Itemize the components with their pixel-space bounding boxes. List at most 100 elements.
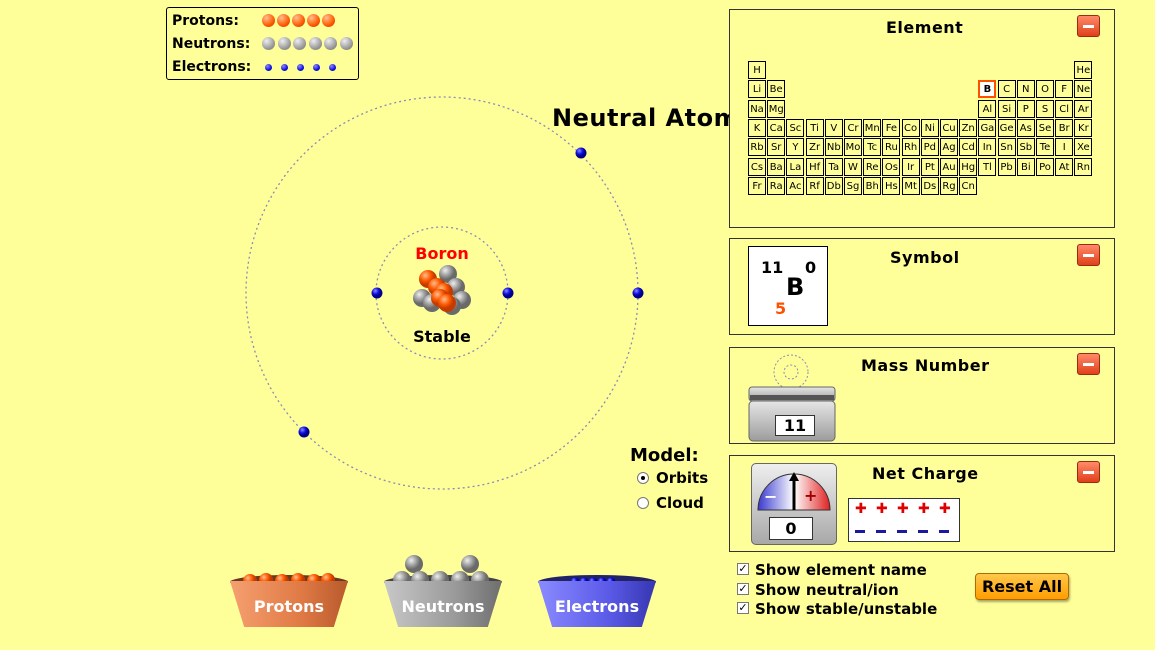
- periodic-table-cell-sr[interactable]: Sr: [767, 138, 786, 157]
- periodic-table-cell-sg[interactable]: Sg: [844, 176, 862, 195]
- periodic-table-cell-ne[interactable]: Ne: [1074, 80, 1093, 99]
- model-orbits-label[interactable]: Orbits: [656, 469, 709, 487]
- periodic-table-cell-rg[interactable]: Rg: [940, 176, 958, 195]
- periodic-table-cell-os[interactable]: Os: [882, 157, 901, 176]
- show-stable-unstable-label[interactable]: Show stable/unstable: [755, 600, 938, 618]
- periodic-table-cell-ba[interactable]: Ba: [767, 157, 786, 176]
- periodic-table-cell-db[interactable]: Db: [824, 176, 843, 195]
- periodic-table-cell-ir[interactable]: Ir: [901, 157, 920, 176]
- periodic-table-cell-h[interactable]: H: [748, 61, 766, 79]
- periodic-table-cell-hg[interactable]: Hg: [959, 157, 978, 176]
- periodic-table-cell-s[interactable]: S: [1036, 99, 1054, 118]
- periodic-table-cell-f[interactable]: F: [1055, 80, 1074, 99]
- periodic-table-cell-hs[interactable]: Hs: [882, 176, 901, 195]
- periodic-table-cell-cd[interactable]: Cd: [959, 138, 978, 157]
- show-element-name-label[interactable]: Show element name: [755, 561, 927, 579]
- periodic-table-cell-pt[interactable]: Pt: [920, 157, 939, 176]
- periodic-table-cell-i[interactable]: I: [1055, 138, 1074, 157]
- periodic-table-cell-ni[interactable]: Ni: [920, 118, 939, 137]
- periodic-table-cell-re[interactable]: Re: [863, 157, 882, 176]
- mass-panel-minus-icon[interactable]: [1077, 353, 1100, 375]
- periodic-table-cell-mg[interactable]: Mg: [767, 99, 786, 118]
- periodic-table-cell-w[interactable]: W: [844, 157, 862, 176]
- periodic-table-cell-ac[interactable]: Ac: [786, 176, 805, 195]
- neutrons-bucket[interactable]: Neutrons: [384, 555, 502, 630]
- periodic-table-cell-cn[interactable]: Cn: [959, 176, 978, 195]
- show-stable-unstable-checkbox[interactable]: ✓: [737, 601, 749, 614]
- periodic-table-cell-fr[interactable]: Fr: [748, 176, 766, 195]
- periodic-table-cell-br[interactable]: Br: [1055, 118, 1074, 137]
- show-neutral-ion-checkbox[interactable]: ✓: [737, 582, 749, 595]
- periodic-table-cell-b[interactable]: B: [978, 80, 997, 99]
- periodic-table-cell-rh[interactable]: Rh: [901, 138, 920, 157]
- periodic-table-cell-be[interactable]: Be: [767, 80, 786, 99]
- periodic-table-cell-c[interactable]: C: [997, 80, 1016, 99]
- periodic-table-cell-xe[interactable]: Xe: [1074, 138, 1093, 157]
- periodic-table-cell-sn[interactable]: Sn: [997, 138, 1016, 157]
- periodic-table-cell-v[interactable]: V: [824, 118, 843, 137]
- show-neutral-ion-label[interactable]: Show neutral/ion: [755, 581, 899, 599]
- symbol-panel-minus-icon[interactable]: [1077, 244, 1100, 266]
- show-element-name-checkbox[interactable]: ✓: [737, 562, 749, 575]
- protons-bucket[interactable]: Protons: [230, 567, 348, 630]
- periodic-table-cell-he[interactable]: He: [1074, 61, 1093, 79]
- periodic-table-cell-at[interactable]: At: [1055, 157, 1074, 176]
- periodic-table-cell-o[interactable]: O: [1036, 80, 1054, 99]
- periodic-table-cell-ag[interactable]: Ag: [940, 138, 958, 157]
- element-panel-minus-icon[interactable]: [1077, 15, 1100, 37]
- periodic-table-cell-fe[interactable]: Fe: [882, 118, 901, 137]
- periodic-table-cell-y[interactable]: Y: [786, 138, 805, 157]
- nucleus[interactable]: [413, 265, 471, 315]
- periodic-table-cell-zn[interactable]: Zn: [959, 118, 978, 137]
- model-orbits-radio[interactable]: [637, 472, 649, 484]
- periodic-table-cell-cr[interactable]: Cr: [844, 118, 862, 137]
- periodic-table-cell-in[interactable]: In: [978, 138, 997, 157]
- periodic-table-cell-ra[interactable]: Ra: [767, 176, 786, 195]
- electrons-bucket[interactable]: Electrons: [538, 567, 656, 630]
- periodic-table-cell-al[interactable]: Al: [978, 99, 997, 118]
- periodic-table-cell-pd[interactable]: Pd: [920, 138, 939, 157]
- periodic-table-cell-ta[interactable]: Ta: [824, 157, 843, 176]
- periodic-table-cell-ds[interactable]: Ds: [920, 176, 939, 195]
- periodic-table-cell-mn[interactable]: Mn: [863, 118, 882, 137]
- periodic-table-cell-p[interactable]: P: [1016, 99, 1035, 118]
- periodic-table-cell-cu[interactable]: Cu: [940, 118, 958, 137]
- periodic-table-cell-na[interactable]: Na: [748, 99, 766, 118]
- periodic-table-cell-ga[interactable]: Ga: [978, 118, 997, 137]
- periodic-table-cell-ru[interactable]: Ru: [882, 138, 901, 157]
- electron[interactable]: [502, 287, 514, 299]
- periodic-table-cell-nb[interactable]: Nb: [824, 138, 843, 157]
- periodic-table-cell-tc[interactable]: Tc: [863, 138, 882, 157]
- periodic-table-cell-k[interactable]: K: [748, 118, 766, 137]
- periodic-table-cell-rn[interactable]: Rn: [1074, 157, 1093, 176]
- periodic-table-cell-sb[interactable]: Sb: [1016, 138, 1035, 157]
- periodic-table-cell-bh[interactable]: Bh: [863, 176, 882, 195]
- periodic-table-cell-cs[interactable]: Cs: [748, 157, 766, 176]
- periodic-table-cell-po[interactable]: Po: [1036, 157, 1054, 176]
- periodic-table-cell-ca[interactable]: Ca: [767, 118, 786, 137]
- periodic-table-cell-se[interactable]: Se: [1036, 118, 1054, 137]
- periodic-table-cell-n[interactable]: N: [1016, 80, 1035, 99]
- electron[interactable]: [632, 287, 644, 299]
- periodic-table-cell-mo[interactable]: Mo: [844, 138, 862, 157]
- periodic-table-cell-ge[interactable]: Ge: [997, 118, 1016, 137]
- periodic-table-cell-si[interactable]: Si: [997, 99, 1016, 118]
- electron[interactable]: [298, 426, 310, 438]
- periodic-table-cell-co[interactable]: Co: [901, 118, 920, 137]
- periodic-table-cell-te[interactable]: Te: [1036, 138, 1054, 157]
- periodic-table-cell-au[interactable]: Au: [940, 157, 958, 176]
- periodic-table-cell-rb[interactable]: Rb: [748, 138, 766, 157]
- periodic-table-cell-rf[interactable]: Rf: [805, 176, 824, 195]
- model-cloud-label[interactable]: Cloud: [656, 494, 704, 512]
- electron[interactable]: [575, 147, 587, 159]
- periodic-table-cell-mt[interactable]: Mt: [901, 176, 920, 195]
- periodic-table-cell-as[interactable]: As: [1016, 118, 1035, 137]
- periodic-table-cell-ar[interactable]: Ar: [1074, 99, 1093, 118]
- charge-panel-minus-icon[interactable]: [1077, 461, 1100, 483]
- periodic-table-cell-tl[interactable]: Tl: [978, 157, 997, 176]
- periodic-table-cell-ti[interactable]: Ti: [805, 118, 824, 137]
- electron[interactable]: [371, 287, 383, 299]
- model-cloud-radio[interactable]: [637, 497, 649, 509]
- periodic-table-cell-la[interactable]: La: [786, 157, 805, 176]
- periodic-table-cell-bi[interactable]: Bi: [1016, 157, 1035, 176]
